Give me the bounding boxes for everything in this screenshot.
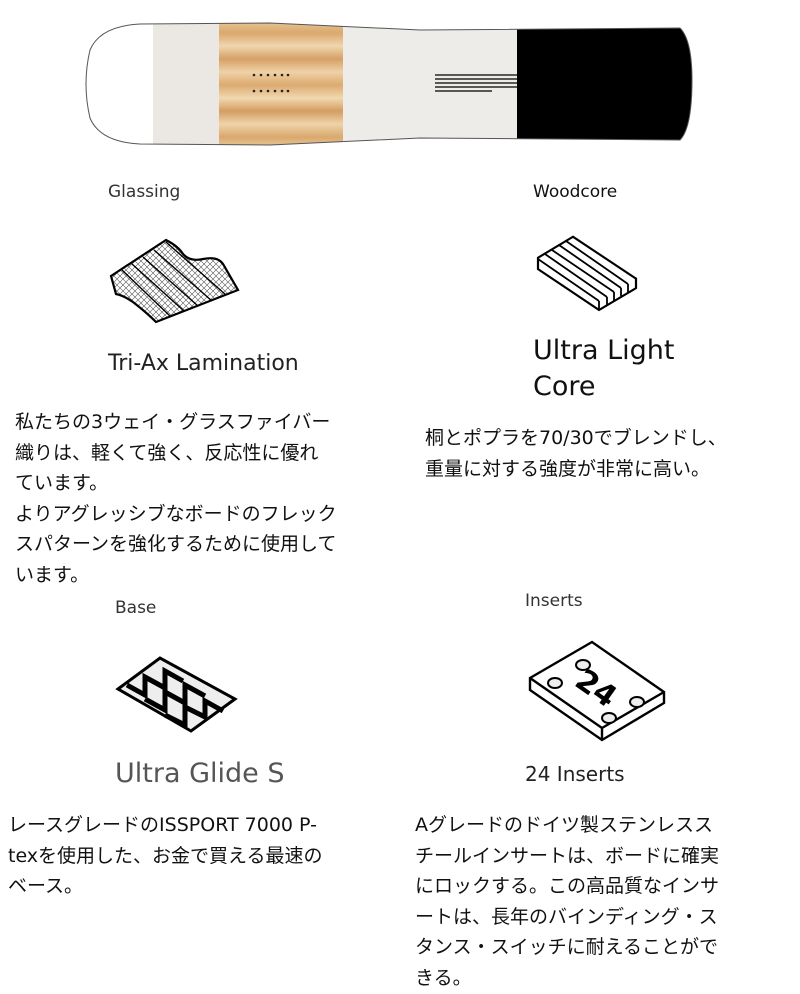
description-line: Aグレードのドイツ製ステンレスス	[415, 814, 713, 836]
wood-core-icon	[533, 233, 643, 313]
base-icon	[115, 655, 240, 735]
title-line: Ultra Light	[533, 335, 675, 366]
description-line: タンス・スイッチに耐えることがで	[415, 936, 719, 958]
snowboard-image	[80, 20, 700, 150]
inserts-icon: 24	[527, 640, 667, 745]
description-line: 桐とポプラを70/30でブレンドし、	[425, 427, 727, 449]
description-line: 織りは、軽くて強く、反応性に優れ	[15, 441, 319, 464]
description-line: 重量に対する強度が非常に高い。	[425, 457, 711, 480]
title-line: Core	[533, 371, 596, 402]
description-line: texを使用した、お金で買える最速の	[8, 844, 323, 867]
description-line: にロックする。この高品質なインサ	[415, 875, 720, 897]
description-line: よりアグレッシブなボードのフレック	[15, 502, 337, 525]
feature-title-24-inserts: 24 Inserts	[525, 762, 625, 786]
category-label-inserts: Inserts	[525, 591, 583, 611]
description-line: ベース。	[8, 875, 84, 897]
description-line: レースグレードのISSPORT 7000 P-	[8, 814, 317, 836]
feature-description-inserts: Aグレードのドイツ製ステンレスス チールインサートは、ボードに確実 にロックする…	[415, 810, 719, 993]
feature-description-woodcore: 桐とポプラを70/30でブレンドし、 重量に対する強度が非常に高い。	[425, 423, 727, 484]
triax-fiberglass-icon	[108, 234, 253, 324]
description-line: います。	[15, 563, 90, 586]
category-label-glassing: Glassing	[108, 182, 181, 202]
description-line: 私たちの3ウェイ・グラスファイバー	[15, 411, 331, 433]
feature-description-base: レースグレードのISSPORT 7000 P- texを使用した、お金で買える最…	[8, 810, 322, 902]
description-line: ートは、長年のバインディング・ス	[415, 905, 718, 928]
feature-title-ultra-light-core: Ultra Light Core	[533, 333, 674, 405]
feature-title-ultra-glide-s: Ultra Glide S	[115, 758, 285, 789]
description-line: チールインサートは、ボードに確実	[415, 844, 720, 867]
description-line: きる。	[415, 966, 472, 989]
category-label-base: Base	[115, 598, 157, 618]
feature-title-triax: Tri-Ax Lamination	[108, 351, 299, 376]
description-line: スパターンを強化するために使用して	[15, 533, 337, 555]
description-line: ています。	[15, 472, 109, 494]
feature-description-glassing: 私たちの3ウェイ・グラスファイバー 織りは、軽くて強く、反応性に優れ ています。…	[15, 407, 337, 590]
category-label-woodcore: Woodcore	[533, 182, 618, 202]
